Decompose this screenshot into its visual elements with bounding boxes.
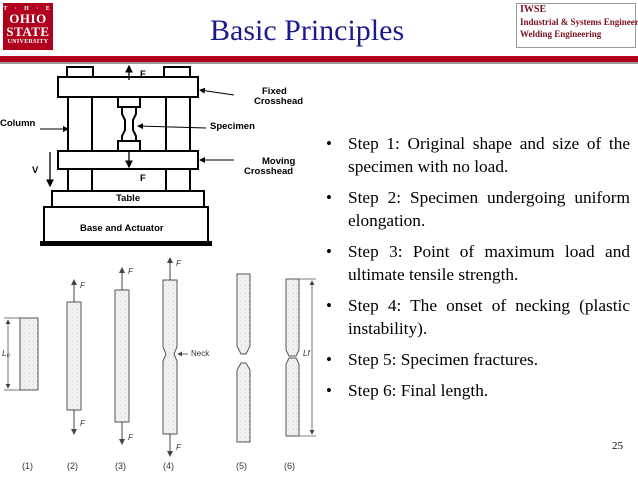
grip-lower [117, 140, 141, 152]
bullet-glyph: • [326, 134, 332, 153]
bullet-glyph: • [326, 188, 332, 207]
label-F-4-top: F [176, 259, 181, 268]
stage-3-specimen [114, 289, 130, 423]
dept-ise: Industrial & Systems Engineering [520, 17, 638, 27]
steps-list: • Step 1: Original shape and size of the … [322, 132, 630, 410]
step-label-3: (3) [115, 461, 126, 471]
step-text: Step 1: Original shape and size of the s… [348, 134, 630, 176]
department-box: IWSE Industrial & Systems Engineering We… [516, 3, 638, 48]
ohio-state-logo: T · H · E OHIO STATE UNIVERSITY [3, 3, 53, 50]
label-moving: Moving [262, 156, 296, 167]
label-F-3-bottom: F [128, 433, 133, 442]
label-L0: L₀ [2, 349, 10, 358]
label-force-bottom: F [140, 173, 146, 184]
slide-title: Basic Principles [210, 14, 405, 47]
label-F-3-top: F [128, 267, 133, 276]
label-F-2-bottom: F [80, 419, 85, 428]
bullet-glyph: • [326, 381, 332, 400]
machine [43, 66, 209, 244]
logo-the: T · H · E [3, 6, 53, 12]
label-specimen: Specimen [210, 121, 255, 132]
step-text: Step 2: Specimen undergoing uniform elon… [348, 188, 630, 230]
label-neck: Neck [191, 349, 210, 358]
step-label-4: (4) [163, 461, 174, 471]
stage-5-upper [236, 273, 251, 355]
bullet-glyph: • [326, 350, 332, 369]
fixed-crosshead [57, 76, 199, 98]
label-fixed: Fixed [262, 86, 287, 97]
dept-iwse: IWSE [520, 4, 547, 15]
logo-ohio: OHIO [9, 11, 47, 26]
column-cap-left [66, 66, 94, 78]
base-foot [40, 241, 212, 246]
label-F-2-top: F [80, 281, 85, 290]
list-item: • Step 5: Specimen fractures. [322, 348, 630, 371]
specimen-leader [137, 123, 207, 130]
list-item: • Step 4: The onset of necking (plastic i… [322, 294, 630, 340]
fixed-crosshead-leader [199, 87, 235, 96]
column-left-upper [67, 96, 93, 156]
column-cap-right [163, 66, 191, 78]
column-right-upper [165, 96, 191, 156]
label-Lf: Lf [303, 349, 310, 358]
step-label-2: (2) [67, 461, 78, 471]
column-left-lower [67, 168, 93, 192]
stage-6-lower [285, 357, 300, 437]
bullet-glyph: • [326, 242, 332, 261]
list-item: • Step 2: Specimen undergoing uniform elo… [322, 186, 630, 232]
list-item: • Step 3: Point of maximum load and ultim… [322, 240, 630, 286]
label-column: Column [0, 118, 36, 129]
page-number: 25 [612, 440, 623, 452]
step-text: Step 5: Specimen fractures. [348, 350, 539, 369]
label-table: Table [116, 193, 141, 204]
list-item: • Step 1: Original shape and size of the … [322, 132, 630, 178]
dept-welding: Welding Engineering [520, 29, 602, 39]
step-label-1: (1) [22, 461, 33, 471]
tensile-test-figure: F Fixed Crosshead Column Specimen Moving… [0, 64, 320, 478]
step-label-6: (6) [284, 461, 295, 471]
label-v: V [32, 165, 39, 176]
step-text: Step 3: Point of maximum load and ultima… [348, 242, 630, 284]
label-base: Base and Actuator [80, 223, 164, 234]
step-text: Step 6: Final length. [348, 381, 489, 400]
grip-upper [117, 96, 141, 108]
logo-state: STATE [6, 24, 50, 39]
specimen-machine [121, 106, 137, 142]
step-text: Step 4: The onset of necking (plastic in… [348, 296, 630, 338]
list-item: • Step 6: Final length. [322, 379, 630, 402]
bullet-glyph: • [326, 296, 332, 315]
label-F-4-bottom: F [176, 443, 181, 452]
label-fixed-crosshead: Crosshead [254, 96, 304, 107]
header-rule [0, 56, 638, 62]
step-label-5: (5) [236, 461, 247, 471]
tensile-machine-drawing [4, 64, 316, 457]
column-right-lower [165, 168, 191, 192]
stage-1-specimen [19, 317, 39, 391]
stage-4-specimen [162, 279, 178, 435]
moving-crosshead [57, 150, 199, 170]
logo-university: UNIVERSITY [7, 39, 49, 45]
header-rule-gray [0, 62, 638, 64]
stage-5-lower [236, 362, 251, 443]
stage-6-upper [285, 278, 300, 357]
stage-2-specimen [66, 301, 82, 411]
label-moving-crosshead: Crosshead [244, 166, 294, 177]
label-force-top: F [140, 69, 146, 80]
